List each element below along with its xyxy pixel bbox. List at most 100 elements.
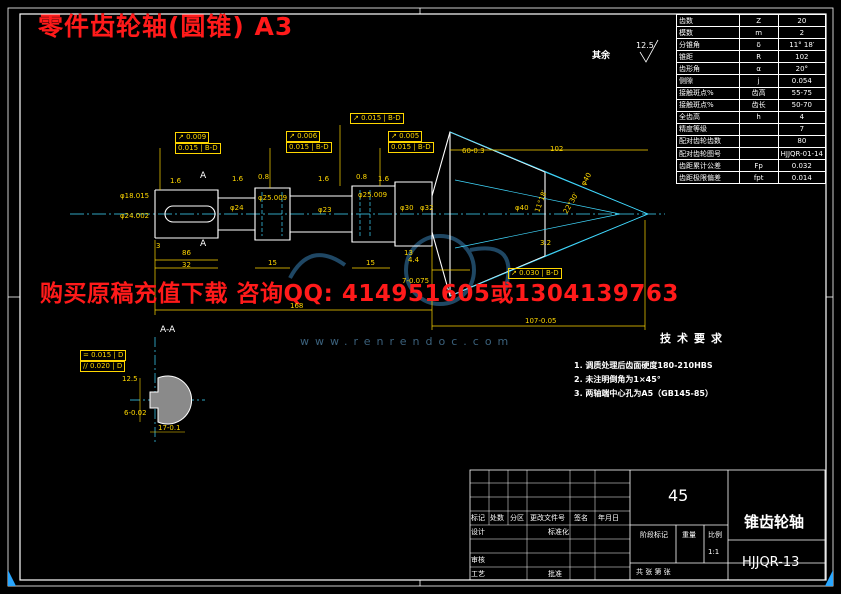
- gtol-box: ↗ 0.009: [175, 132, 210, 143]
- param-name: 齿距累计公差: [676, 159, 740, 173]
- param-sym: fpt: [738, 171, 779, 185]
- dim-d1: φ18.015: [120, 192, 150, 200]
- surface-roughness-value: 12.5: [636, 41, 654, 50]
- tech-req-2: 2. 未注明倒角为1×45°: [574, 375, 661, 384]
- rough-1: 1.6: [170, 177, 182, 185]
- drawing-title: 零件齿轮轴(圆锥) A3: [38, 12, 294, 41]
- surface-other-label: 其余: [592, 51, 611, 61]
- parallel-icon: //: [83, 362, 88, 370]
- dim-d23: φ23: [318, 206, 332, 214]
- tb-label: 标记: [471, 514, 485, 522]
- param-sym: 齿高: [738, 86, 779, 100]
- tb-sheets: 共 张 第 张: [636, 568, 671, 576]
- gtol-box: ↗ 0.006: [286, 131, 321, 142]
- param-name: 接触斑点%: [676, 98, 740, 112]
- param-sym: 齿长: [738, 98, 779, 112]
- gtol-box: ↗ 0.015 | B-D: [350, 113, 404, 124]
- watermark-contact: 购买原稿充值下载 咨询QQ: 414951605或1304139763: [40, 281, 679, 307]
- dim-3: 3: [156, 242, 161, 250]
- tb-scale-value: 1:1: [708, 548, 720, 556]
- param-val: 50-70: [777, 98, 827, 112]
- part-name: 锥齿轮轴: [744, 513, 805, 531]
- material: 45: [668, 486, 689, 505]
- param-name: 配对齿轮图号: [676, 147, 740, 161]
- section-tol-box: = 0.015 | D: [80, 350, 127, 361]
- dim-ang: 60-0.3: [462, 147, 485, 155]
- param-sym: Z: [738, 13, 779, 28]
- dim-d40: φ40: [515, 204, 529, 212]
- param-sym: [738, 134, 779, 149]
- tb-label: 重量: [682, 531, 696, 539]
- param-val: 0.054: [777, 74, 827, 88]
- dim-sec-c: 6-0.02: [124, 409, 147, 417]
- param-sym: Fp: [738, 159, 779, 173]
- param-name: 齿距极限偏差: [676, 171, 740, 185]
- dim-15b: 15: [366, 259, 375, 267]
- roughness-symbol: [639, 39, 659, 63]
- dim-d25a: φ25.009: [258, 194, 288, 202]
- dim-d25b: φ25.009: [358, 191, 388, 199]
- dim-sec-b: 17-0.1: [158, 424, 181, 432]
- drawing-number: HJJQR-13: [742, 555, 800, 570]
- param-val: 0.032: [777, 159, 827, 173]
- dim-86: 86: [182, 249, 191, 257]
- dim-d30: φ30: [400, 204, 414, 212]
- param-val: 0.014: [777, 171, 827, 185]
- param-sym: h: [738, 110, 779, 124]
- cone-lines: [449, 131, 649, 297]
- gtol-box: ↗ 0.030 | B-D: [508, 268, 562, 279]
- tech-req-3: 3. 两轴端中心孔为A5（GB145-85）: [574, 389, 713, 398]
- section-view: [130, 337, 205, 445]
- tb-label: 标准化: [548, 528, 569, 536]
- watermark-logo: [288, 234, 511, 306]
- rough-7: 3.2: [540, 239, 552, 247]
- runout-icon: ↗: [178, 133, 184, 141]
- dim-sec-a: 12.5: [122, 375, 138, 383]
- param-sym: [738, 122, 779, 136]
- dim-15a: 15: [268, 259, 277, 267]
- runout-icon: ↗: [289, 132, 295, 140]
- param-name: 侧隙: [676, 74, 740, 88]
- tb-label: 年月日: [598, 514, 619, 522]
- param-val: 55-75: [777, 86, 827, 100]
- param-name: 接触斑点%: [676, 86, 740, 100]
- rough-4: 1.6: [318, 175, 330, 183]
- param-val: HJJQR-01-14: [777, 147, 827, 161]
- param-name: 锥距: [676, 50, 740, 64]
- corner-marker: [8, 570, 16, 586]
- gtol-box: 0.015 | B-D: [286, 142, 332, 153]
- param-val: 4: [777, 110, 827, 124]
- hidden-lines: [261, 190, 371, 238]
- section-tol-box: // 0.020 | D: [80, 361, 126, 372]
- runout-icon: ↗: [511, 269, 517, 277]
- param-sym: m: [738, 26, 779, 40]
- gtol-box: ↗ 0.005: [388, 131, 423, 142]
- param-name: 齿数: [676, 13, 740, 28]
- param-name: 模数: [676, 26, 740, 40]
- dimension-lines: [154, 125, 648, 330]
- gtol-box: 0.015 | B-D: [388, 142, 434, 153]
- watermark-url: www.renrendoc.com: [300, 335, 515, 348]
- param-val: 80: [777, 134, 827, 149]
- corner-marker: [825, 570, 833, 586]
- symmetry-icon: =: [83, 351, 89, 359]
- dim-ang2: 7-0.075: [402, 277, 430, 285]
- param-name: 分锥角: [676, 38, 740, 52]
- tb-label: 处数: [490, 514, 504, 522]
- dim-107: 107-0.05: [525, 317, 557, 325]
- param-val: 102: [777, 50, 827, 64]
- param-sym: α: [738, 62, 779, 76]
- rough-6: 1.6: [378, 175, 390, 183]
- param-val: 20: [777, 13, 827, 28]
- tb-label: 审核: [471, 556, 485, 564]
